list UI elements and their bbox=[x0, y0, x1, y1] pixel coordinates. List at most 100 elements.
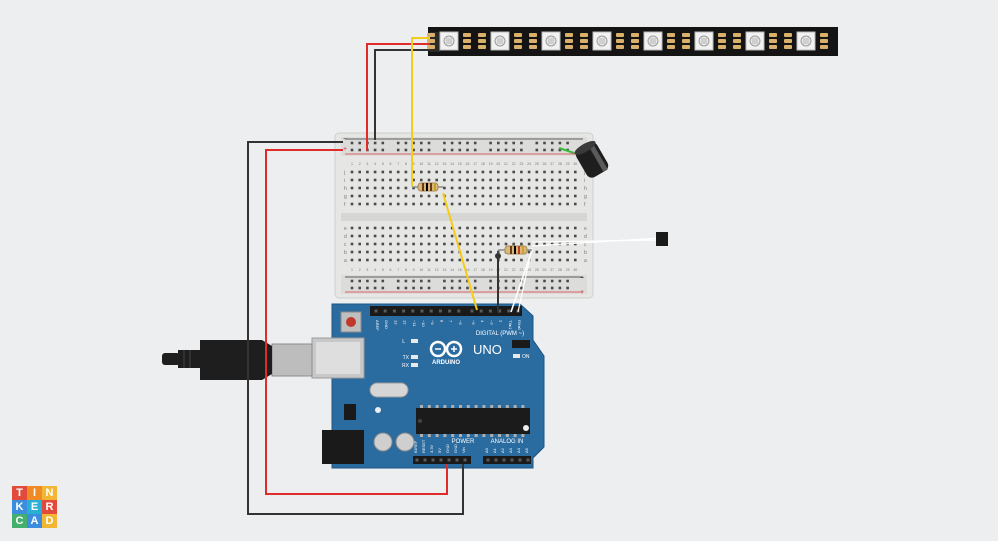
hole bbox=[520, 148, 523, 152]
led-pixel[interactable] bbox=[478, 31, 522, 51]
hole bbox=[396, 234, 400, 238]
hole bbox=[473, 141, 477, 145]
hole bbox=[427, 170, 431, 174]
hole bbox=[358, 178, 361, 182]
wire-white-sensor bbox=[531, 237, 661, 247]
hole bbox=[458, 186, 462, 190]
led-pixel[interactable] bbox=[784, 31, 828, 51]
chip-pin bbox=[498, 405, 501, 408]
hole bbox=[512, 194, 515, 198]
rail-holes bbox=[350, 141, 569, 152]
row-letter: b bbox=[344, 250, 347, 256]
hole bbox=[504, 178, 508, 182]
hole bbox=[543, 226, 546, 230]
hole bbox=[574, 234, 577, 238]
hole bbox=[443, 286, 446, 290]
led-pixel[interactable] bbox=[733, 31, 777, 51]
voltage-regulator bbox=[344, 404, 356, 420]
chip-pin bbox=[443, 434, 447, 437]
hole bbox=[443, 178, 446, 182]
hole bbox=[443, 258, 446, 262]
capacitor bbox=[395, 432, 415, 452]
hole bbox=[427, 178, 431, 182]
led-strip[interactable] bbox=[427, 27, 838, 56]
hole bbox=[381, 170, 385, 174]
pin-label: RX◂0 bbox=[517, 320, 522, 331]
hole bbox=[427, 194, 431, 198]
hole bbox=[466, 148, 469, 152]
sensor[interactable] bbox=[656, 232, 668, 246]
hole bbox=[389, 202, 392, 206]
hole bbox=[527, 186, 531, 190]
chip-pin bbox=[521, 434, 525, 437]
hole bbox=[443, 234, 446, 238]
hole bbox=[574, 178, 577, 182]
hole bbox=[396, 242, 400, 246]
hole bbox=[489, 258, 492, 262]
column-number: 14 bbox=[450, 268, 454, 272]
hole bbox=[420, 234, 423, 238]
column-number: 9 bbox=[413, 162, 415, 166]
hole bbox=[535, 242, 539, 246]
hole bbox=[520, 186, 523, 190]
row-letter: f bbox=[344, 202, 346, 208]
hole bbox=[574, 202, 577, 206]
led-pixel[interactable] bbox=[631, 31, 675, 51]
row-letter: c bbox=[344, 242, 347, 248]
header-pin bbox=[374, 309, 378, 313]
hole bbox=[466, 141, 469, 145]
hole bbox=[412, 234, 415, 238]
digital-label: DIGITAL (PWM ~) bbox=[476, 331, 524, 337]
electrolytic-capacitor[interactable] bbox=[573, 138, 611, 179]
column-number: 2 bbox=[359, 162, 361, 166]
hole bbox=[543, 286, 546, 290]
pin-label: RESET bbox=[421, 439, 426, 453]
led-pixel[interactable] bbox=[580, 31, 624, 51]
hole bbox=[535, 202, 539, 206]
hole bbox=[427, 258, 431, 262]
hole bbox=[473, 148, 477, 152]
led-tx bbox=[411, 355, 418, 359]
hole bbox=[389, 234, 392, 238]
logo-letter: N bbox=[42, 486, 57, 500]
resistor[interactable] bbox=[495, 245, 532, 259]
hole bbox=[535, 178, 539, 182]
header-pin bbox=[526, 458, 530, 462]
hole bbox=[435, 234, 438, 238]
hole bbox=[458, 170, 462, 174]
resistor[interactable] bbox=[412, 182, 443, 192]
header-pin bbox=[494, 458, 498, 462]
chip-pin bbox=[505, 434, 509, 437]
chip-pin bbox=[427, 434, 431, 437]
column-number: 11 bbox=[427, 162, 431, 166]
chip-pin bbox=[466, 434, 470, 437]
hole bbox=[443, 250, 446, 254]
led-pixel[interactable] bbox=[427, 31, 471, 51]
hole bbox=[520, 258, 523, 262]
hole bbox=[574, 170, 577, 174]
hole bbox=[412, 279, 415, 283]
hole bbox=[427, 234, 431, 238]
logo-letter: E bbox=[27, 500, 42, 514]
led-pixel[interactable] bbox=[529, 31, 573, 51]
header-pin bbox=[415, 458, 419, 462]
hole bbox=[443, 170, 446, 174]
hole bbox=[497, 226, 500, 230]
led-pixel[interactable] bbox=[682, 31, 726, 51]
arduino-brand: ARDUINO bbox=[432, 360, 460, 366]
chip-pin bbox=[435, 405, 439, 408]
hole bbox=[574, 250, 577, 254]
hole bbox=[450, 148, 454, 152]
hole bbox=[396, 141, 400, 145]
hole bbox=[489, 226, 492, 230]
hole bbox=[443, 202, 446, 206]
column-number: 13 bbox=[442, 162, 446, 166]
hole bbox=[497, 141, 500, 145]
hole bbox=[543, 258, 546, 262]
hole bbox=[381, 279, 385, 283]
hole bbox=[527, 202, 531, 206]
